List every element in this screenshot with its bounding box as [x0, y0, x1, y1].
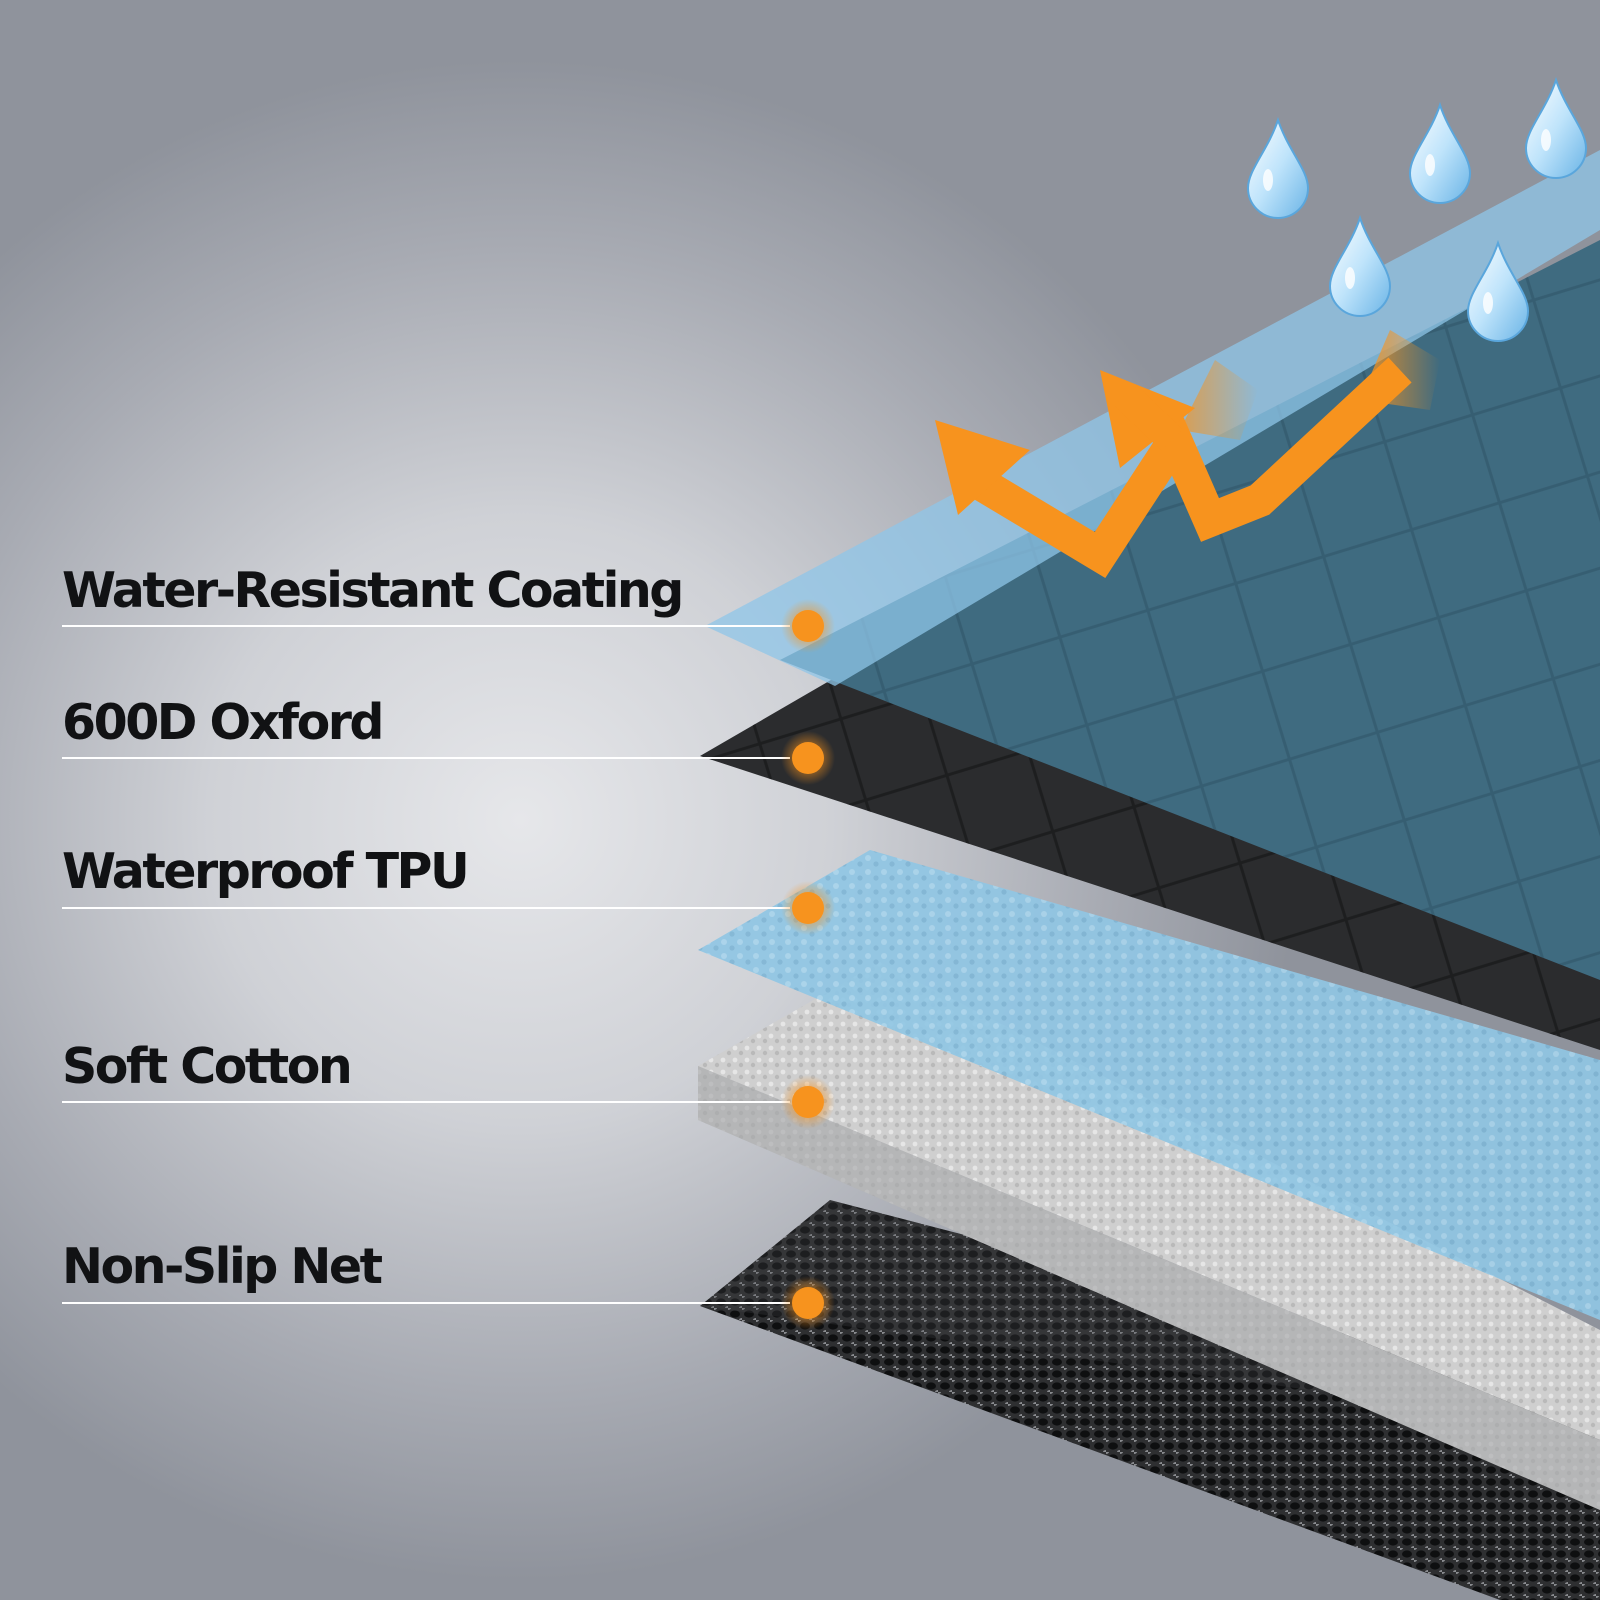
label-soft-cotton: Soft Cotton — [62, 1038, 353, 1095]
soft-cotton-layer — [698, 962, 1600, 1510]
markers — [781, 599, 835, 1330]
water-drop-icon — [1466, 239, 1530, 342]
marker-dot-icon — [781, 599, 835, 653]
label-waterproof-tpu: Waterproof TPU — [62, 843, 470, 900]
marker-dot-icon — [781, 1075, 835, 1129]
marker-dot-icon — [781, 1276, 835, 1330]
waterproof-tpu-layer — [698, 850, 1600, 1320]
water-drop-icon — [1246, 116, 1310, 219]
water-drop-icon — [1328, 214, 1392, 317]
marker-dot-icon — [781, 731, 835, 785]
marker-dot-icon — [781, 881, 835, 935]
breathable-arrow-icon — [935, 330, 1440, 579]
label-water-resistant-coating: Water-Resistant Coating — [62, 562, 684, 619]
oxford-layer — [700, 640, 1600, 1050]
label-600d-oxford: 600D Oxford — [62, 694, 385, 751]
leader-lines — [62, 625, 790, 1304]
water-drop-icon — [1408, 101, 1472, 204]
water-drops — [1246, 76, 1588, 342]
label-non-slip-net: Non-Slip Net — [62, 1238, 383, 1295]
teal-fabric-layer — [780, 240, 1600, 980]
water-drop-icon — [1524, 76, 1588, 179]
